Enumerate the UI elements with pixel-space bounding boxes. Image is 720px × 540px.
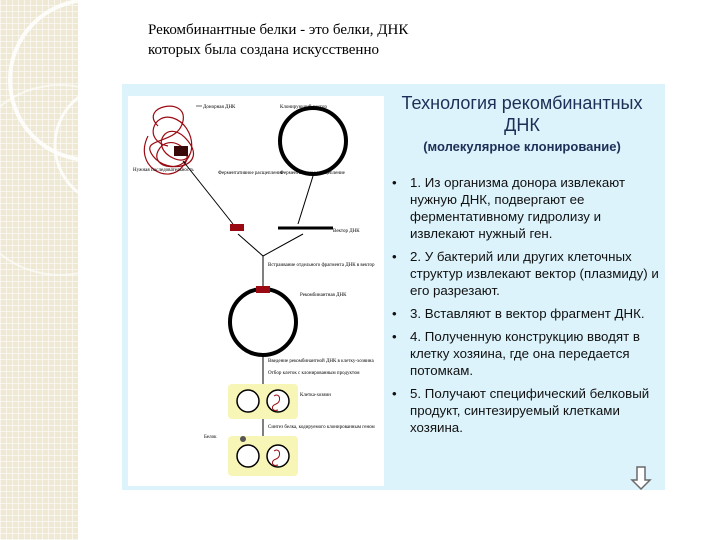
slide-title-block: Технология рекомбинантных ДНК (молекуляр… — [388, 92, 656, 154]
bullet: • — [392, 306, 397, 321]
label-recombinant: Рекомбинантная ДНК — [300, 293, 347, 298]
bullet: • — [392, 249, 397, 264]
bullet: • — [392, 329, 397, 344]
step-item: •1. Из организма донора извлекают нужную… — [392, 175, 626, 241]
label-insertion: Встраивание отдельного фрагмента ДНК в в… — [268, 263, 375, 268]
decorative-circles — [0, 0, 150, 276]
cloning-diagram: Донорная ДНК Клонирующий вектор Нужная п… — [128, 96, 384, 486]
bullet: • — [392, 175, 397, 190]
label-gene-isolation: Нужная последовательность — [133, 168, 194, 173]
label-donor-dna: Донорная ДНК — [203, 105, 236, 110]
label-introduction: Введение рекомбинантной ДНК в клетку-хоз… — [268, 359, 374, 364]
slide-subtitle: (молекулярное клонирование) — [423, 139, 621, 154]
down-arrow-icon[interactable] — [630, 466, 652, 490]
bullet: • — [392, 386, 397, 401]
step-item: •5. Получают специфический белковый прод… — [392, 386, 650, 435]
slide-title: Технология рекомбинантных ДНК — [401, 93, 643, 135]
page-heading: Рекомбинантные белки - это белки, ДНК ко… — [148, 20, 568, 60]
step-item: •2. У бактерий или других клеточных стру… — [392, 249, 659, 298]
heading-line-1: Рекомбинантные белки - это белки, ДНК — [148, 22, 409, 38]
label-selection: Отбор клеток с клонированным продуктом — [268, 371, 360, 376]
heading-line-2: которых была создана искусственно — [148, 42, 379, 58]
label-protein: Белок — [204, 435, 217, 440]
label-host-cell: Клетка-хозяин — [300, 393, 331, 398]
label-vector-dna: Вектор ДНК — [333, 229, 360, 234]
step-item: •4. Полученную конструкцию вводят в клет… — [392, 329, 640, 378]
label-synthesis: Синтез белка, кодируемого клонированным … — [268, 425, 376, 430]
step-item: •3. Вставляют в вектор фрагмент ДНК. — [392, 306, 645, 321]
decorative-strip — [0, 0, 78, 540]
label-enzyme-cut-1: Ферментативное расщепление — [218, 171, 284, 176]
donor-dna-illustration — [143, 105, 195, 175]
label-cloning-vector: Клонирующий вектор — [280, 105, 327, 110]
label-enzyme-cut-2: Ферментативное расщепление — [280, 171, 346, 176]
steps-list: •1. Из организма донора извлекают нужную… — [388, 174, 660, 442]
